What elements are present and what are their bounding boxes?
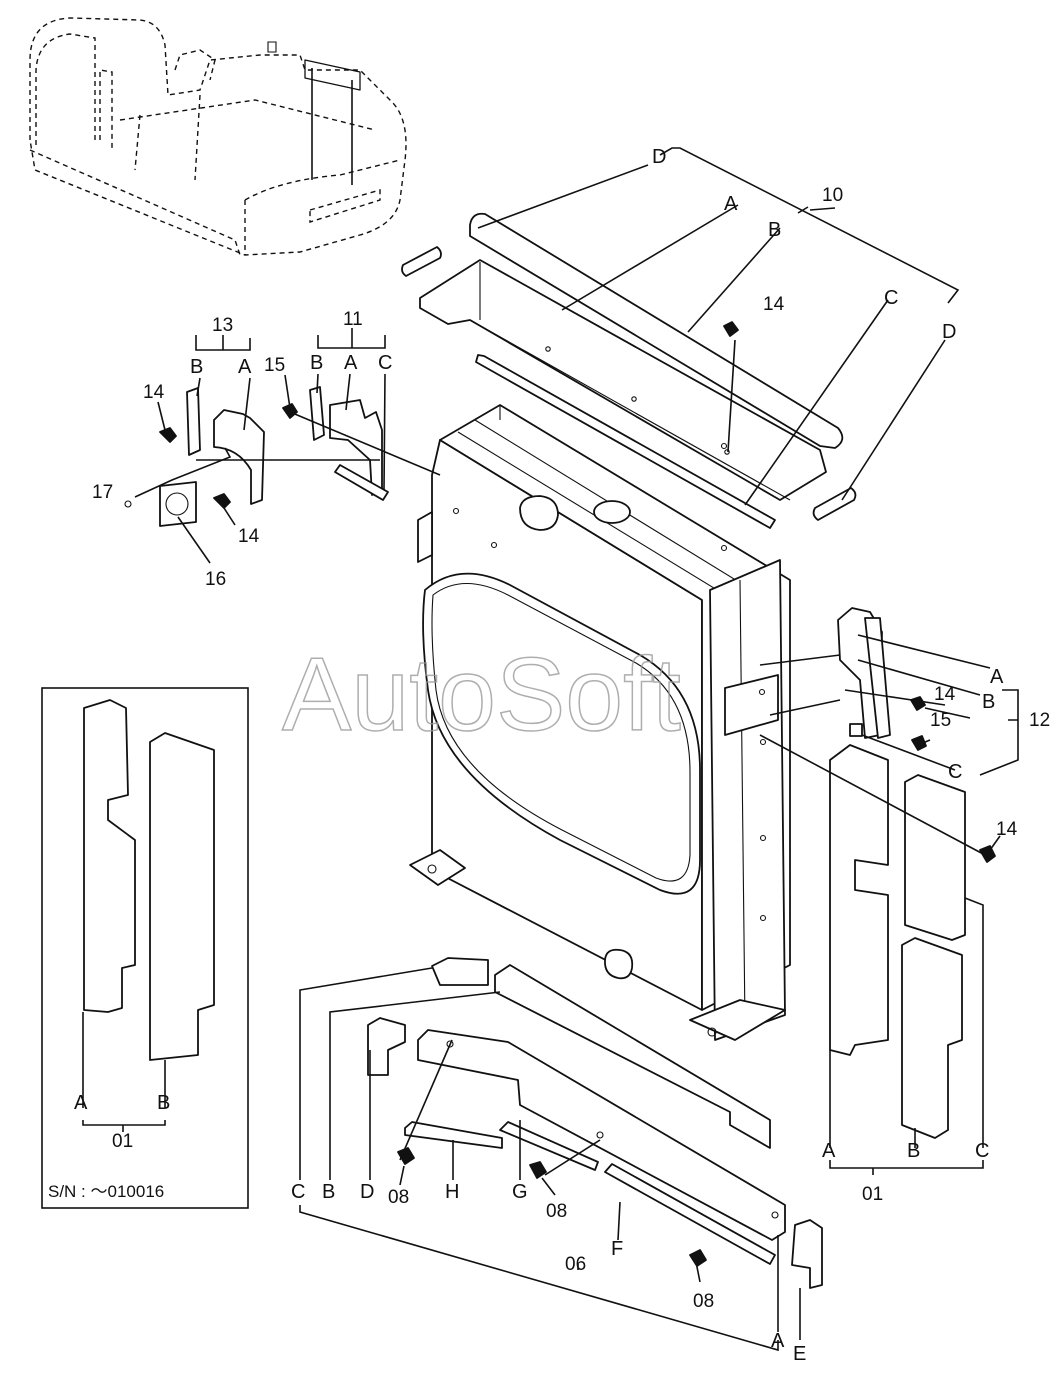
- callout-a-01-right: A: [822, 1140, 836, 1162]
- callout-08-a: 08: [388, 1187, 409, 1208]
- callout-14-top: 14: [763, 294, 785, 315]
- right-seal-set: [829, 744, 966, 1139]
- callout-labels: D A B C D 10 14 13 B A 14 17 14 16 15 11…: [48, 146, 1050, 1365]
- callout-b-01-left: B: [157, 1092, 170, 1114]
- callout-c-12: C: [948, 761, 962, 783]
- callout-c-06: C: [291, 1181, 305, 1203]
- callout-b-01-right: B: [907, 1140, 920, 1162]
- callout-14-r2: 14: [996, 819, 1018, 840]
- callout-13: 13: [212, 315, 233, 336]
- right-bracket-group-12: [837, 607, 996, 863]
- callout-b-06: B: [322, 1181, 335, 1203]
- leader-lines: [82, 147, 1019, 1352]
- callout-15-a: 15: [264, 355, 285, 376]
- watermark-text: AutoSoft: [282, 637, 681, 753]
- callout-16: 16: [205, 569, 226, 590]
- left-inset-panel: [41, 687, 249, 1209]
- callout-14-r: 14: [934, 684, 956, 705]
- callout-b-11: B: [310, 352, 323, 374]
- callout-b-top: B: [768, 219, 781, 241]
- callout-08-b: 08: [546, 1201, 567, 1222]
- callout-d-06: D: [360, 1181, 374, 1203]
- callout-c-11: C: [378, 352, 392, 374]
- callout-a-06: A: [771, 1330, 785, 1352]
- left-bracket-group-11: [282, 386, 389, 501]
- callout-d-right: D: [942, 321, 956, 343]
- callout-d-top: D: [652, 146, 666, 168]
- callout-08-c: 08: [693, 1291, 714, 1312]
- callout-a-11: A: [344, 352, 358, 374]
- callout-14-b: 14: [238, 526, 260, 547]
- radiator-assembly: [409, 404, 791, 1041]
- excavator-thumbnail: [29, 17, 407, 256]
- top-cover-assembly: [401, 212, 857, 529]
- callout-c-top: C: [884, 287, 898, 309]
- callout-f-06: F: [611, 1238, 623, 1260]
- callout-a-13: A: [238, 356, 252, 378]
- callout-a-01-left: A: [74, 1092, 88, 1114]
- callout-12: 12: [1029, 710, 1050, 731]
- callout-c-01-right: C: [975, 1140, 989, 1162]
- callout-14-a: 14: [143, 382, 165, 403]
- callout-10: 10: [822, 185, 843, 206]
- callout-01-right: 01: [862, 1184, 883, 1205]
- callout-01-left: 01: [112, 1131, 133, 1152]
- callout-06: 06: [565, 1254, 586, 1275]
- callout-b-13: B: [190, 356, 203, 378]
- left-bracket-group-13: [124, 387, 265, 527]
- bottom-seal-set: [367, 957, 823, 1289]
- callout-b-12: B: [982, 691, 995, 713]
- callout-17: 17: [92, 482, 113, 503]
- callout-a-12: A: [990, 666, 1004, 688]
- callout-15-r: 15: [930, 710, 951, 731]
- callout-h-06: H: [445, 1181, 459, 1203]
- callout-a-top: A: [724, 193, 738, 215]
- callout-e-06: E: [793, 1343, 806, 1365]
- callout-g-06: G: [512, 1181, 528, 1203]
- callout-11: 11: [343, 309, 363, 330]
- serial-number-note: S/N : ～010016: [48, 1182, 164, 1201]
